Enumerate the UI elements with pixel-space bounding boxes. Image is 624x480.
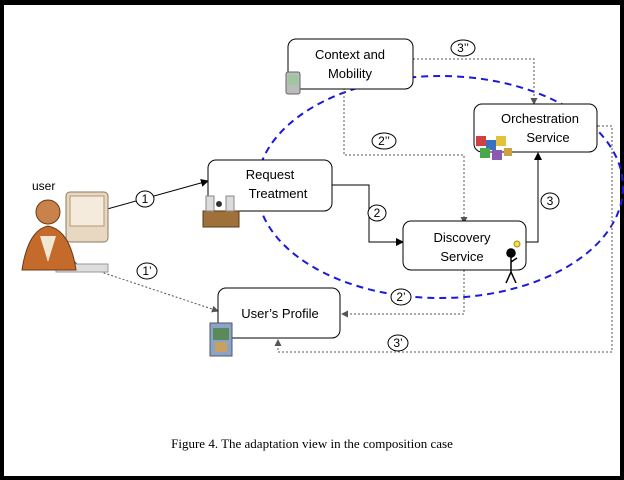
svg-text:Mobility: Mobility (328, 66, 373, 81)
user-icon (21, 191, 109, 273)
step-label-3: 3 (540, 192, 560, 210)
node-discovery-service: Discovery Service (402, 220, 527, 271)
step-label-1-prime: 1’ (136, 262, 158, 280)
svg-text:2’’: 2’’ (378, 134, 390, 148)
svg-text:1’: 1’ (142, 264, 151, 278)
node-users-profile: User’s Profile (217, 287, 341, 339)
dotted-connectors (70, 55, 613, 353)
svg-text:User’s Profile: User’s Profile (241, 306, 319, 321)
thinker-icon (505, 240, 521, 284)
node-request-treatment: Request Treatment (207, 159, 333, 212)
svg-text:Service: Service (526, 130, 569, 145)
svg-text:Orchestration: Orchestration (501, 111, 579, 126)
step-label-2: 2 (367, 204, 387, 222)
step-label-2-prime: 2’ (390, 288, 412, 306)
profile-card-icon (209, 322, 233, 357)
user-label: user (32, 179, 55, 193)
figure-caption: Figure 4. The adaptation view in the com… (171, 436, 453, 451)
svg-text:Treatment: Treatment (249, 186, 308, 201)
svg-text:3’’: 3’’ (457, 41, 469, 55)
node-context-mobility: Context and Mobility (287, 38, 414, 90)
desk-icon (202, 195, 240, 228)
puzzle-icon (476, 136, 512, 160)
svg-text:1: 1 (142, 192, 149, 206)
step-label-1: 1 (135, 190, 155, 208)
svg-text:Context and: Context and (315, 47, 385, 62)
step-label-2-double-prime: 2’’ (371, 132, 397, 150)
pda-icon (285, 71, 301, 95)
svg-text:Request: Request (246, 167, 295, 182)
svg-text:Service: Service (440, 249, 483, 264)
svg-text:2’: 2’ (396, 290, 405, 304)
step-label-3-prime: 3’ (387, 334, 409, 352)
svg-text:3’: 3’ (393, 336, 402, 350)
svg-text:Discovery: Discovery (433, 230, 491, 245)
step-label-3-double-prime: 3’’ (450, 39, 476, 57)
svg-text:2: 2 (374, 206, 381, 220)
svg-text:3: 3 (547, 194, 554, 208)
